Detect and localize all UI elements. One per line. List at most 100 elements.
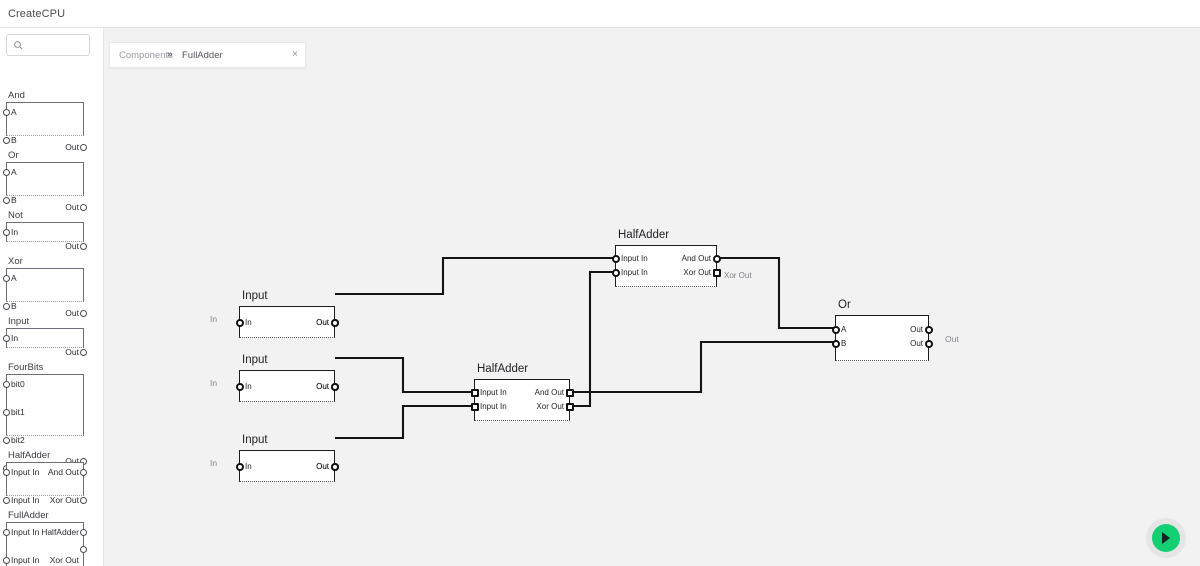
output-port-label: Out xyxy=(65,308,79,318)
input-port[interactable] xyxy=(3,274,10,282)
node-output-row: Out xyxy=(240,380,339,394)
output-port[interactable] xyxy=(80,546,87,553)
palette-output-row: Out xyxy=(7,306,87,320)
palette-item-fourbits[interactable]: FourBitsbit0bit1bit2bit3Out xyxy=(0,362,87,473)
input-port[interactable] xyxy=(470,403,479,411)
input-port[interactable] xyxy=(3,528,10,536)
input-port-label: bit0 xyxy=(11,379,25,389)
output-port[interactable] xyxy=(330,319,339,327)
output-port[interactable] xyxy=(330,383,339,391)
pin-badge[interactable]: In xyxy=(203,312,225,326)
input-port[interactable] xyxy=(3,228,10,236)
output-port[interactable] xyxy=(712,255,721,263)
output-port[interactable] xyxy=(80,309,87,317)
output-port-label: And Out xyxy=(534,388,564,397)
output-port[interactable] xyxy=(712,269,721,277)
output-port-label: Xor Out xyxy=(49,495,79,505)
pin-badge[interactable]: In xyxy=(203,456,225,470)
canvas-node-title: Or xyxy=(838,299,851,311)
input-port[interactable] xyxy=(3,408,10,416)
input-port-label: B xyxy=(11,301,17,311)
output-port[interactable] xyxy=(924,326,933,334)
input-port[interactable] xyxy=(3,556,10,564)
palette-item-body[interactable]: bit0bit1bit2bit3Out xyxy=(3,374,87,473)
input-port[interactable] xyxy=(611,255,620,263)
input-port[interactable] xyxy=(611,269,620,277)
search-box[interactable] xyxy=(6,34,91,57)
input-port[interactable] xyxy=(3,468,10,476)
input-port-label: B xyxy=(11,135,17,145)
input-port[interactable] xyxy=(3,334,10,342)
run-simulation-button[interactable] xyxy=(1152,524,1180,552)
input-port[interactable] xyxy=(3,380,10,388)
input-port[interactable] xyxy=(470,389,479,397)
output-port[interactable] xyxy=(565,389,574,397)
palette-item-body[interactable]: A B Out xyxy=(3,268,87,318)
output-port[interactable] xyxy=(80,242,87,250)
output-port[interactable] xyxy=(80,203,87,211)
input-port-label: A xyxy=(11,273,17,283)
palette-output-row: Out xyxy=(7,200,87,214)
output-port[interactable] xyxy=(80,143,87,151)
input-port[interactable] xyxy=(235,463,244,471)
input-port[interactable] xyxy=(3,436,10,444)
input-port[interactable] xyxy=(3,136,10,144)
input-port-label: In xyxy=(245,318,252,327)
output-port[interactable] xyxy=(924,340,933,348)
input-port[interactable] xyxy=(235,383,244,391)
output-port[interactable] xyxy=(80,528,87,536)
output-port[interactable] xyxy=(330,463,339,471)
input-port-label: B xyxy=(841,339,847,348)
palette-item-title: Xor xyxy=(8,256,23,267)
input-port[interactable] xyxy=(3,196,10,204)
node-port-row: Input In And Out xyxy=(470,386,574,400)
input-port[interactable] xyxy=(831,326,840,334)
input-port[interactable] xyxy=(3,496,10,504)
input-port-label: Input In xyxy=(480,388,507,397)
output-port-label: Out xyxy=(65,202,79,212)
wire-halfadder2and-to-or-b xyxy=(570,340,835,394)
breadcrumb-root[interactable]: Components xyxy=(119,50,173,61)
output-port[interactable] xyxy=(80,496,87,504)
search-input[interactable] xyxy=(27,35,91,57)
input-port[interactable] xyxy=(3,108,10,116)
breadcrumb[interactable]: Components » FullAdder × xyxy=(109,42,306,68)
output-port[interactable] xyxy=(80,468,87,476)
palette-port-row: In xyxy=(3,331,83,345)
close-icon[interactable]: × xyxy=(292,49,298,60)
pin-badge[interactable]: In xyxy=(203,376,225,390)
input-port[interactable] xyxy=(235,319,244,327)
output-port[interactable] xyxy=(565,403,574,411)
output-port-label: Out xyxy=(910,325,923,334)
pin-badge[interactable]: Out xyxy=(938,332,966,346)
node-output-row: Out xyxy=(836,337,933,351)
input-port[interactable] xyxy=(3,302,10,310)
output-port[interactable] xyxy=(80,348,87,356)
output-port-label: Out xyxy=(65,241,79,251)
palette-item-title: HalfAdder xyxy=(8,450,51,461)
input-port[interactable] xyxy=(3,168,10,176)
input-port[interactable] xyxy=(831,340,840,348)
canvas-node-title: Input xyxy=(242,290,268,302)
